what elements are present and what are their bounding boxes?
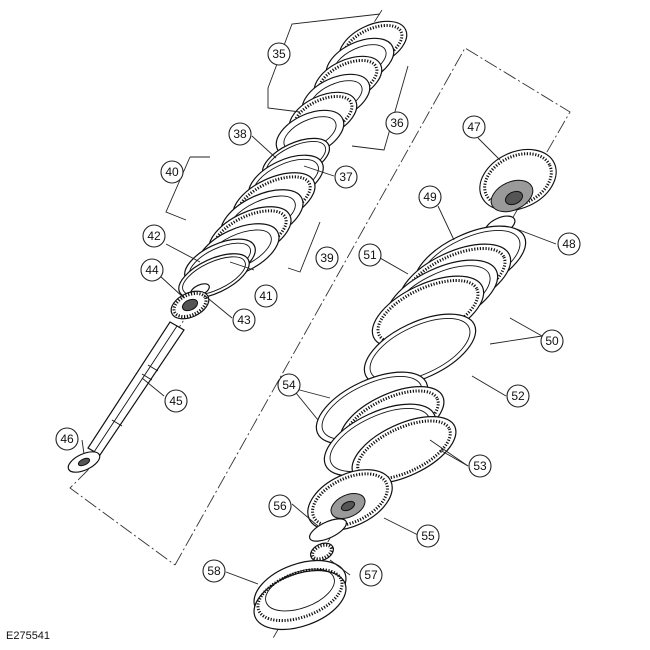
callout-40: 40: [160, 160, 184, 184]
callout-51: 51: [358, 243, 382, 267]
gear-57: [310, 542, 334, 562]
callout-49: 49: [418, 185, 442, 209]
callout-50: 50: [540, 329, 564, 353]
callout-35: 35: [267, 42, 291, 66]
input-shaft-45: [87, 321, 185, 456]
callout-52: 52: [506, 384, 530, 408]
svg-text:43: 43: [237, 313, 251, 327]
svg-text:54: 54: [282, 378, 296, 392]
callout-41: 41: [254, 284, 278, 308]
svg-text:50: 50: [545, 334, 559, 348]
bracket-39: [287, 221, 321, 273]
callout-54: 54: [277, 373, 301, 397]
svg-text:46: 46: [60, 432, 74, 446]
figure-reference: E275541: [6, 630, 51, 642]
callout-47: 47: [462, 115, 486, 139]
svg-text:37: 37: [339, 170, 353, 184]
svg-text:58: 58: [207, 564, 221, 578]
callout-45: 45: [164, 389, 188, 413]
clutch-drum-47: [479, 148, 557, 213]
svg-text:57: 57: [364, 568, 378, 582]
svg-text:51: 51: [363, 248, 377, 262]
svg-text:35: 35: [272, 47, 286, 61]
svg-text:42: 42: [147, 229, 161, 243]
snap-ring-56: [308, 518, 348, 542]
callout-58: 58: [202, 559, 226, 583]
callout-36: 36: [385, 111, 409, 135]
callout-42: 42: [142, 224, 166, 248]
leader-lines: [81, 135, 557, 585]
ring-gear-58: [253, 559, 347, 631]
svg-text:36: 36: [390, 116, 404, 130]
callout-38: 38: [228, 122, 252, 146]
svg-text:38: 38: [233, 127, 247, 141]
svg-text:52: 52: [511, 389, 525, 403]
svg-text:45: 45: [169, 394, 183, 408]
svg-text:39: 39: [320, 251, 334, 265]
callout-44: 44: [140, 258, 164, 282]
planet-carrier-55: [307, 469, 393, 531]
callout-56: 56: [268, 494, 292, 518]
bracket-36: [351, 65, 409, 151]
callout-57: 57: [359, 563, 383, 587]
sun-gear-44: [170, 290, 210, 320]
bracket-35: [267, 13, 381, 89]
svg-text:44: 44: [145, 263, 159, 277]
callout-55: 55: [416, 524, 440, 548]
callout-39: 39: [315, 246, 339, 270]
callout-46: 46: [55, 427, 79, 451]
clutch-pack-lower: [363, 225, 527, 387]
svg-text:55: 55: [421, 529, 435, 543]
svg-text:49: 49: [423, 190, 437, 204]
svg-text:48: 48: [562, 237, 576, 251]
callout-37: 37: [334, 165, 358, 189]
callout-43: 43: [232, 308, 256, 332]
svg-text:40: 40: [165, 165, 179, 179]
svg-text:56: 56: [273, 499, 287, 513]
callout-53: 53: [468, 454, 492, 478]
svg-text:47: 47: [467, 120, 481, 134]
callout-48: 48: [557, 232, 581, 256]
svg-text:53: 53: [473, 459, 487, 473]
svg-text:41: 41: [259, 289, 273, 303]
clutch-pack-bottom: [315, 371, 457, 484]
